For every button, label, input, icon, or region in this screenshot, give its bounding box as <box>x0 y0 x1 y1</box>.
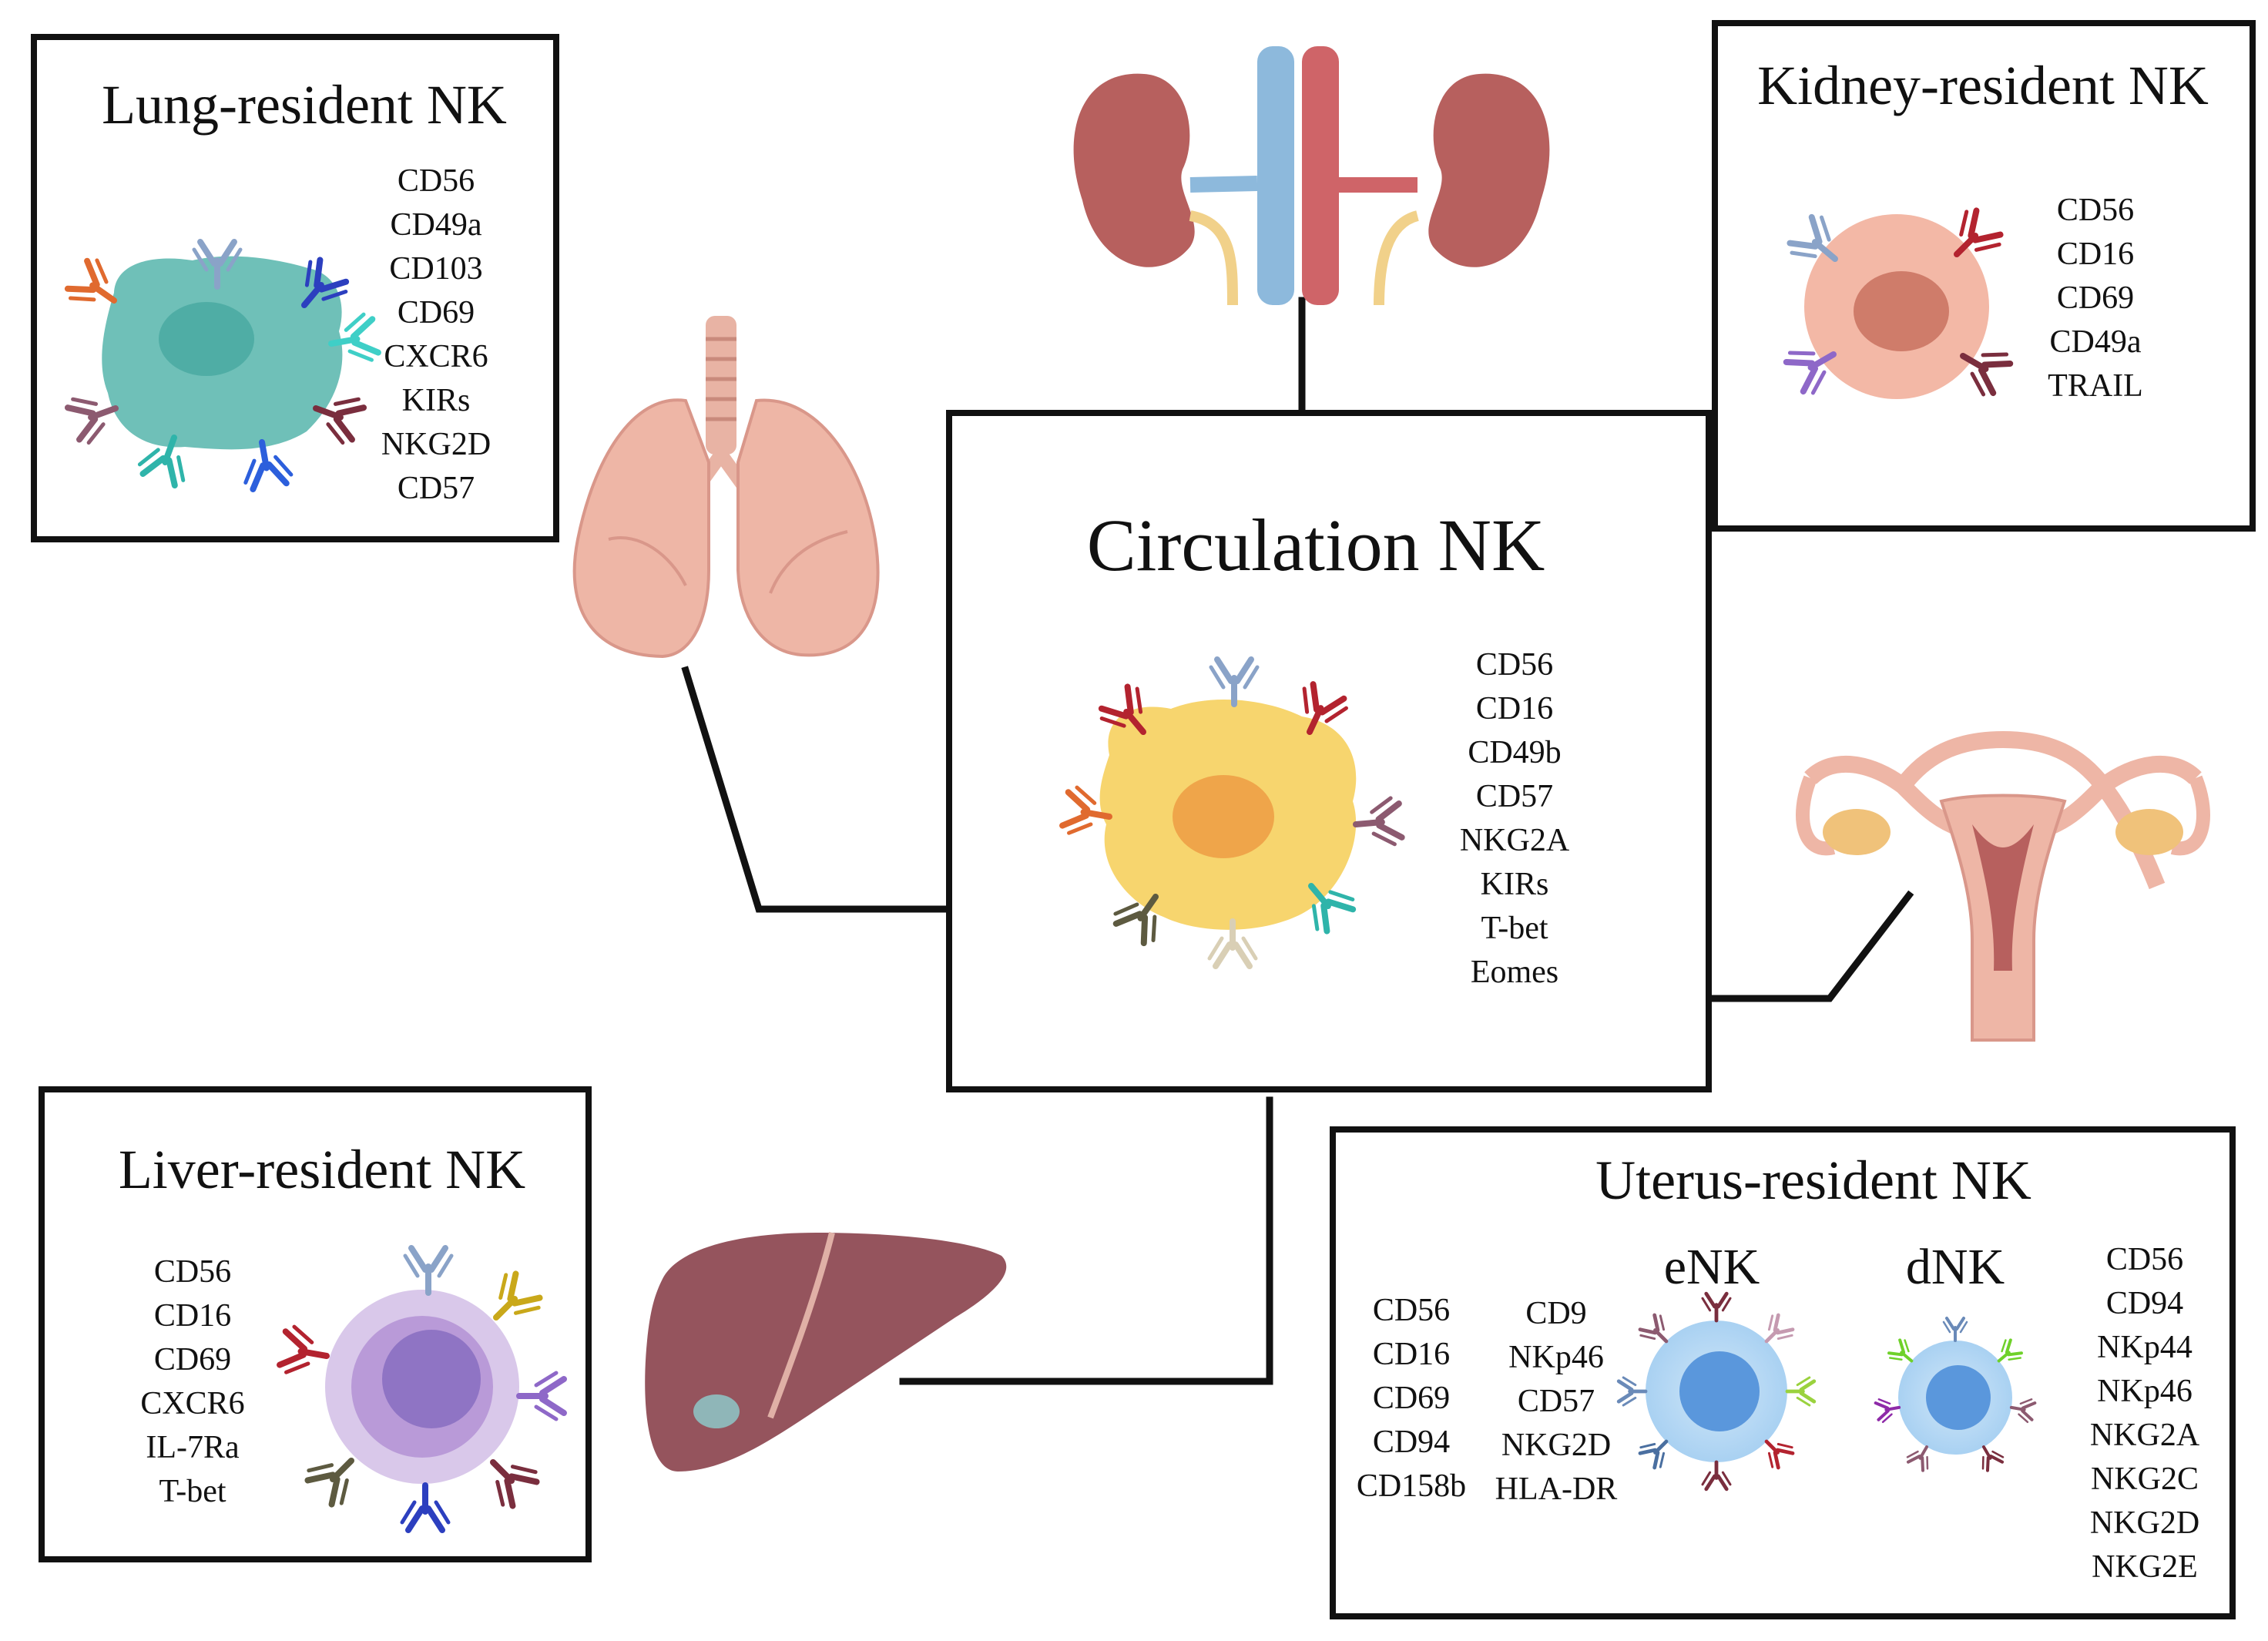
liver-marker: CD16 <box>154 1298 231 1334</box>
liver-illustration <box>645 1232 1007 1472</box>
enk-cell-icon <box>1619 1294 1814 1489</box>
uterus-marker: CD94 <box>2106 1286 2183 1321</box>
uterus-marker-dnk: CD56 CD94 NKp44 NKp46 NKG2A NKG2C NKG2D … <box>2090 1242 2200 1585</box>
lung-marker: CD69 <box>398 295 475 331</box>
lung-marker: CD57 <box>398 471 475 506</box>
kidney-marker: CD56 <box>2057 193 2134 228</box>
circulation-box: Circulation NK CD56 CD16 CD49b CD57 NKG2… <box>946 410 1712 1092</box>
circulation-box-title: Circulation NK <box>1087 504 1545 586</box>
liver-marker: CD69 <box>154 1342 231 1378</box>
dnk-cell-icon <box>1873 1317 2038 1474</box>
liver-resident-box: Liver-resident NK CD56 CD16 CD69 CXCR6 I… <box>39 1086 592 1562</box>
uterus-marker: NKG2D <box>2090 1505 2199 1541</box>
lung-marker: CD56 <box>398 163 475 199</box>
circulation-marker: CD57 <box>1476 779 1553 814</box>
circulation-marker: KIRs <box>1481 867 1549 902</box>
liver-cell-icon <box>279 1248 564 1530</box>
lung-marker-list: CD56 CD49a CD103 CD69 CXCR6 KIRs NKG2D C… <box>381 163 491 506</box>
connector-lines <box>681 297 1914 1385</box>
connector-uterus <box>1705 890 1914 1002</box>
uterus-marker: NKG2C <box>2091 1461 2199 1497</box>
lung-box-title: Lung-resident NK <box>102 74 507 136</box>
kidney-marker: TRAIL <box>2048 368 2143 404</box>
circulation-marker-list: CD56 CD16 CD49b CD57 NKG2A KIRs T-bet Eo… <box>1460 647 1570 990</box>
connector-liver <box>899 1096 1273 1385</box>
uterus-marker: CD57 <box>1518 1384 1595 1419</box>
circulation-marker: T-bet <box>1481 911 1548 946</box>
kidney-marker: CD16 <box>2057 237 2134 272</box>
lung-marker: CD49a <box>391 207 482 243</box>
uterus-marker: CD69 <box>1373 1381 1450 1416</box>
liver-marker-list: CD56 CD16 CD69 CXCR6 IL-7Ra T-bet <box>140 1254 244 1509</box>
lung-marker: CD103 <box>389 251 482 287</box>
lung-marker: CXCR6 <box>384 339 488 374</box>
uterus-marker: CD16 <box>1373 1337 1450 1372</box>
uterus-illustration <box>1796 731 2210 1042</box>
uterus-box-title: Uterus-resident NK <box>1595 1149 2031 1211</box>
circulation-cell-icon <box>1062 659 1403 966</box>
dnk-label: dNK <box>1906 1239 2005 1295</box>
lungs-illustration <box>572 316 880 659</box>
circulation-marker: CD49b <box>1468 735 1561 770</box>
lung-resident-box: Lung-resident NK CD56 CD49a CD103 CD69 C… <box>31 34 559 542</box>
uterus-marker: NKG2D <box>1501 1428 1611 1463</box>
kidney-marker-list: CD56 CD16 CD69 CD49a TRAIL <box>2048 193 2143 404</box>
uterus-marker: CD9 <box>1525 1296 1586 1331</box>
kidney-cell-icon <box>1783 206 2013 399</box>
enk-label: eNK <box>1664 1239 1760 1295</box>
uterus-resident-box: Uterus-resident NK eNK dNK CD56 CD16 CD6… <box>1330 1126 2236 1619</box>
circulation-marker: NKG2A <box>1460 823 1570 858</box>
liver-marker: CXCR6 <box>140 1386 244 1421</box>
uterus-marker: CD56 <box>1373 1293 1450 1328</box>
liver-marker: CD56 <box>154 1254 231 1290</box>
kidneys-illustration <box>1073 46 1550 306</box>
circulation-marker: CD16 <box>1476 691 1553 727</box>
lung-marker: NKG2D <box>381 427 491 462</box>
uterus-marker: NKG2E <box>2092 1549 2198 1585</box>
lung-marker: KIRs <box>402 383 471 418</box>
circulation-marker: Eomes <box>1471 955 1558 990</box>
uterus-marker-col1: CD56 CD16 CD69 CD94 CD158b <box>1357 1293 1466 1504</box>
uterus-marker-col2: CD9 NKp46 CD57 NKG2D HLA-DR <box>1495 1296 1618 1507</box>
uterus-marker: HLA-DR <box>1495 1472 1618 1507</box>
liver-box-title: Liver-resident NK <box>119 1139 525 1200</box>
kidney-marker: CD49a <box>2050 324 2142 360</box>
liver-marker: IL-7Ra <box>146 1430 240 1465</box>
uterus-marker: CD56 <box>2106 1242 2183 1277</box>
lung-cell-icon <box>64 242 379 490</box>
kidney-resident-box: Kidney-resident NK CD56 CD16 CD69 CD49a … <box>1712 20 2256 532</box>
liver-marker: T-bet <box>159 1474 226 1509</box>
connector-lung <box>681 666 953 913</box>
uterus-marker: NKp44 <box>2097 1330 2193 1365</box>
uterus-marker: CD158b <box>1357 1468 1466 1504</box>
uterus-marker: NKp46 <box>2097 1374 2193 1409</box>
kidney-marker: CD69 <box>2057 280 2134 316</box>
uterus-marker: NKG2A <box>2090 1418 2200 1453</box>
kidney-box-title: Kidney-resident NK <box>1757 55 2209 116</box>
uterus-marker: CD94 <box>1373 1425 1450 1460</box>
circulation-marker: CD56 <box>1476 647 1553 683</box>
uterus-marker: NKp46 <box>1508 1340 1604 1375</box>
